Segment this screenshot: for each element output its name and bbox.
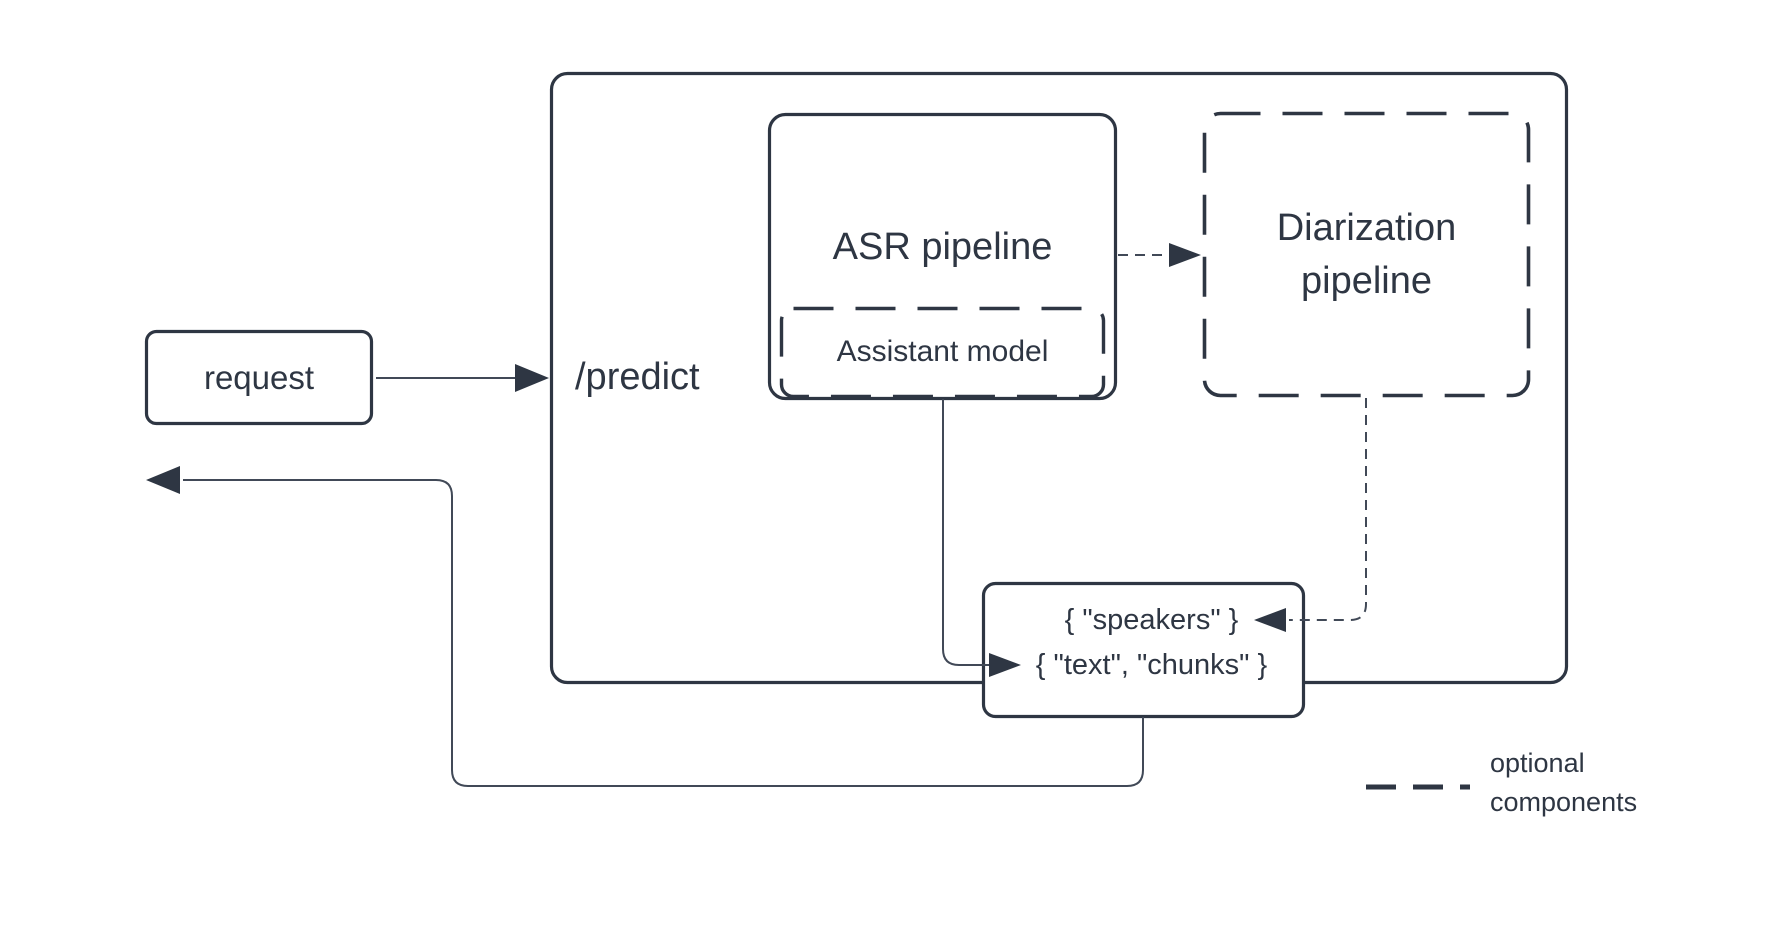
predict-label: /predict xyxy=(575,356,700,398)
result-text-chunks-label: { "text", "chunks" } xyxy=(1035,649,1268,681)
edge-result-to-request xyxy=(146,466,1144,787)
result-speakers-label: { "speakers" } xyxy=(1064,604,1239,636)
request-box xyxy=(144,329,374,426)
edge-diarization-to-result xyxy=(1254,398,1367,632)
assistant-model-box xyxy=(779,306,1106,399)
edge-assistant-to-result xyxy=(942,399,1021,677)
asr-pipeline-box xyxy=(767,112,1118,401)
diarization-pipeline-box xyxy=(1202,111,1531,398)
legend-label-line2: components xyxy=(1490,787,1638,817)
legend-label: optional components xyxy=(1490,744,1637,822)
assistant-model-label: Assistant model xyxy=(836,335,1049,368)
edge-request-to-predict xyxy=(376,364,549,392)
asr-pipeline-label: ASR pipeline xyxy=(832,226,1053,268)
result-box xyxy=(981,581,1306,719)
diarization-pipeline-label: Diarization pipeline xyxy=(1203,112,1530,397)
diarization-label-line2: pipeline xyxy=(1301,259,1432,302)
legend-label-line1: optional xyxy=(1490,748,1585,778)
edge-asr-to-diarization xyxy=(1118,243,1201,267)
diarization-label-line1: Diarization xyxy=(1276,206,1457,249)
request-label: request xyxy=(203,358,315,396)
